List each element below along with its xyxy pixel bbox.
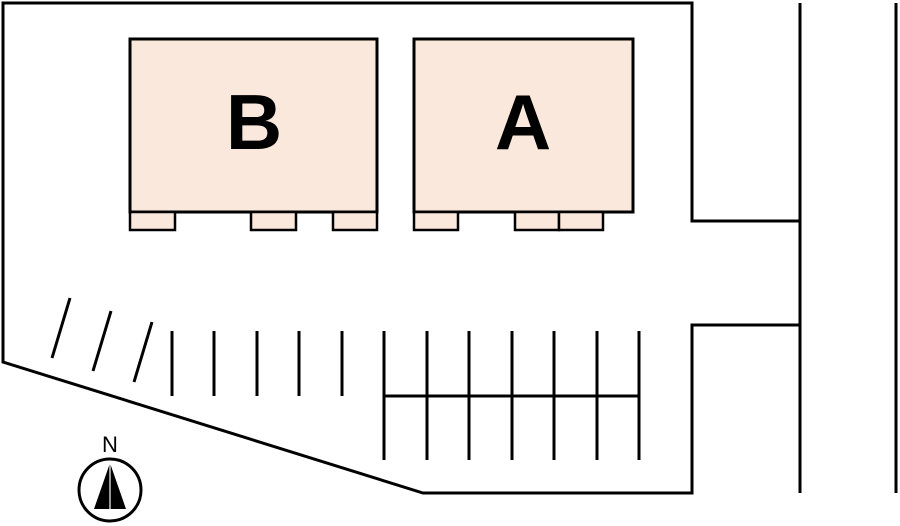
parking-stall-line bbox=[132, 321, 154, 383]
building-b-porch bbox=[331, 210, 379, 232]
building-a-footprint bbox=[412, 37, 635, 214]
building-a-porch bbox=[412, 210, 460, 232]
building-b-label: B bbox=[226, 78, 282, 166]
building-a-porch bbox=[557, 210, 605, 232]
north-compass: N bbox=[77, 432, 143, 523]
compass-north-label: N bbox=[102, 432, 118, 457]
parking-stall-line bbox=[91, 310, 113, 372]
building-b-porch bbox=[249, 210, 298, 232]
building-a: A bbox=[412, 37, 635, 232]
building-b: B bbox=[128, 37, 379, 232]
parking-stall-line bbox=[50, 297, 72, 359]
lot-outline bbox=[1, 1, 802, 495]
building-a-porch bbox=[513, 210, 561, 232]
building-b-footprint bbox=[128, 37, 379, 214]
building-a-label: A bbox=[495, 78, 551, 166]
parking-area bbox=[50, 297, 641, 460]
building-b-porch bbox=[128, 210, 177, 232]
